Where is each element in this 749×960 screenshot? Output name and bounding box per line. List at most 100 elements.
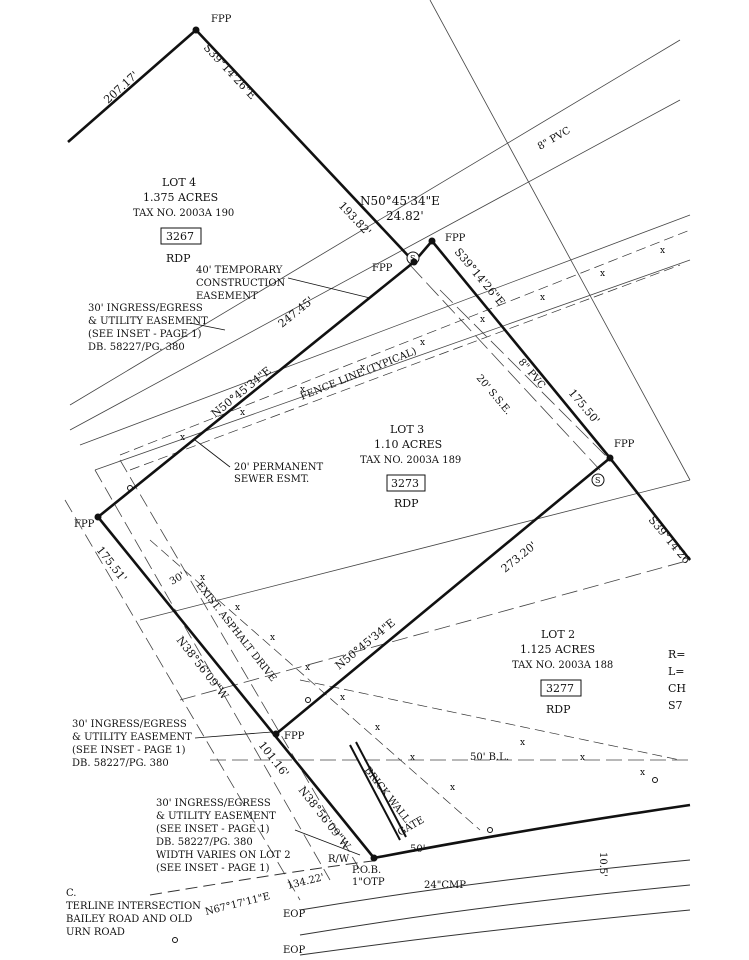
svg-text:x: x: [340, 693, 345, 703]
lot-4: LOT 4 1.375 ACRES TAX NO. 2003A 190 3267…: [133, 176, 234, 265]
svg-text:(SEE INSET - PAGE 1): (SEE INSET - PAGE 1): [88, 329, 202, 340]
svg-text:DB. 58227/PG. 380: DB. 58227/PG. 380: [72, 758, 169, 769]
brick-wall: [349, 741, 407, 841]
svg-text:x: x: [600, 269, 605, 279]
svg-text:R=: R=: [668, 648, 686, 661]
distance-label: 134.22': [286, 872, 325, 892]
distance-label: 30': [168, 570, 187, 587]
svg-text:LOT 4: LOT 4: [162, 176, 196, 189]
svg-text:x: x: [420, 338, 425, 348]
svg-text:LOT 3: LOT 3: [390, 423, 424, 436]
svg-text:LOT 2: LOT 2: [541, 628, 575, 641]
fpp-label: FPP: [211, 14, 232, 25]
svg-text:S7: S7: [668, 699, 683, 712]
svg-text:TERLINE INTERSECTION: TERLINE INTERSECTION: [66, 901, 201, 912]
svg-text:EASEMENT: EASEMENT: [196, 291, 258, 302]
svg-text:1.125 ACRES: 1.125 ACRES: [520, 643, 595, 656]
svg-text:SEWER ESMT.: SEWER ESMT.: [234, 474, 309, 485]
svg-text:DB. 58227/PG. 380: DB. 58227/PG. 380: [156, 837, 253, 848]
svg-text:(SEE INSET - PAGE 1): (SEE INSET - PAGE 1): [72, 745, 186, 756]
pipe-label: 8" PVC: [536, 125, 573, 153]
centerline-note: C. TERLINE INTERSECTION BAILEY ROAD AND …: [66, 888, 201, 938]
bearing-label: N67°17'11"E: [204, 891, 271, 918]
easement-lines: [64, 0, 691, 901]
leader-lines: [189, 277, 371, 856]
svg-text:& UTILITY EASEMENT: & UTILITY EASEMENT: [72, 732, 192, 743]
svg-text:30' INGRESS/EGRESS: 30' INGRESS/EGRESS: [156, 798, 271, 809]
svg-text:x: x: [305, 663, 310, 673]
svg-text:x: x: [540, 293, 545, 303]
distance-label: 207.17': [101, 69, 141, 106]
svg-text:URN ROAD: URN ROAD: [66, 927, 125, 938]
ingress-easement-note-1: 30' INGRESS/EGRESS & UTILITY EASEMENT (S…: [88, 303, 208, 353]
svg-text:RDP: RDP: [546, 703, 571, 716]
eop-label: EOP: [283, 945, 305, 956]
svg-text:x: x: [480, 315, 485, 325]
svg-text:CONSTRUCTION: CONSTRUCTION: [196, 278, 286, 289]
svg-text:CH: CH: [668, 682, 686, 695]
svg-text:(SEE INSET - PAGE 1): (SEE INSET - PAGE 1): [156, 863, 270, 874]
svg-text:x: x: [640, 768, 645, 778]
svg-text:x: x: [180, 433, 185, 443]
svg-text:x: x: [300, 385, 305, 395]
fpp-label: FPP: [372, 263, 393, 274]
svg-text:x: x: [660, 246, 665, 256]
svg-text:(SEE INSET - PAGE 1): (SEE INSET - PAGE 1): [156, 824, 270, 835]
distance-label: 24.82': [386, 209, 424, 223]
curve-data-note: R= L= CH S7: [668, 648, 686, 712]
svg-text:x: x: [375, 723, 380, 733]
ingress-easement-note-3: 30' INGRESS/EGRESS & UTILITY EASEMENT (S…: [156, 798, 291, 874]
svg-text:TAX NO. 2003A 188: TAX NO. 2003A 188: [512, 660, 613, 671]
svg-text:3277: 3277: [546, 682, 574, 695]
fpp-label: FPP: [614, 439, 635, 450]
bearing-label: S39°14'26"E: [201, 41, 259, 102]
otp-label: 1"OTP: [352, 877, 385, 888]
svg-text:& UTILITY EASEMENT: & UTILITY EASEMENT: [156, 811, 276, 822]
svg-text:x: x: [360, 363, 365, 373]
ingress-easement-note-2: 30' INGRESS/EGRESS & UTILITY EASEMENT (S…: [72, 719, 192, 769]
svg-text:DB. 58227/PG. 380: DB. 58227/PG. 380: [88, 342, 185, 353]
svg-text:x: x: [235, 603, 240, 613]
fence-label: FENCE LINE (TYPICAL): [299, 346, 418, 403]
eop-label: EOP: [283, 909, 305, 920]
sewer-symbol: S: [410, 254, 415, 263]
svg-text:20' PERMANENT: 20' PERMANENT: [234, 462, 323, 473]
svg-text:x: x: [520, 738, 525, 748]
svg-text:x: x: [240, 408, 245, 418]
svg-text:L=: L=: [668, 665, 685, 678]
svg-text:1.375 ACRES: 1.375 ACRES: [143, 191, 218, 204]
road-lines: [149, 859, 691, 956]
svg-text:RDP: RDP: [166, 252, 191, 265]
svg-text:x: x: [450, 783, 455, 793]
svg-text:3267: 3267: [166, 230, 194, 243]
rw-label: R/W: [328, 854, 350, 865]
culvert-label: 24"CMP: [424, 880, 466, 891]
svg-text:30' INGRESS/EGRESS: 30' INGRESS/EGRESS: [72, 719, 187, 730]
svg-text:TAX NO. 2003A 190: TAX NO. 2003A 190: [133, 208, 234, 219]
svg-text:x: x: [580, 753, 585, 763]
svg-text:TAX NO. 2003A 189: TAX NO. 2003A 189: [360, 455, 461, 466]
fpp-label: FPP: [284, 731, 305, 742]
bearing-label: S39°14'26: [646, 514, 693, 567]
lot-boundaries: [67, 29, 692, 860]
fpp-label: FPP: [445, 233, 466, 244]
bearing-label: N50°45'34"E: [333, 616, 398, 672]
distance-label: 247.45': [276, 294, 316, 330]
bearing-label: N50°45'34"E: [360, 194, 440, 208]
lot-3: LOT 3 1.10 ACRES TAX NO. 2003A 189 3273 …: [360, 423, 461, 510]
svg-text:BAILEY ROAD AND OLD: BAILEY ROAD AND OLD: [66, 914, 192, 925]
easement-label: 20' S.S.E.: [474, 373, 514, 417]
fence-line: [119, 229, 691, 831]
svg-text:3273: 3273: [391, 477, 419, 490]
svg-text:x: x: [270, 633, 275, 643]
svg-text:& UTILITY EASEMENT: & UTILITY EASEMENT: [88, 316, 208, 327]
distance-label: 10.5': [597, 852, 608, 877]
temporary-easement-note: 40' TEMPORARY CONSTRUCTION EASEMENT: [196, 265, 286, 302]
permanent-sewer-note: 20' PERMANENT SEWER ESMT.: [234, 462, 323, 485]
fence-x-marks: xxx xxx xxx xxx xxx xx xxx: [180, 246, 665, 793]
pob-label: P.O.B.: [352, 865, 381, 876]
svg-text:1.10 ACRES: 1.10 ACRES: [374, 438, 442, 451]
svg-text:RDP: RDP: [394, 497, 419, 510]
